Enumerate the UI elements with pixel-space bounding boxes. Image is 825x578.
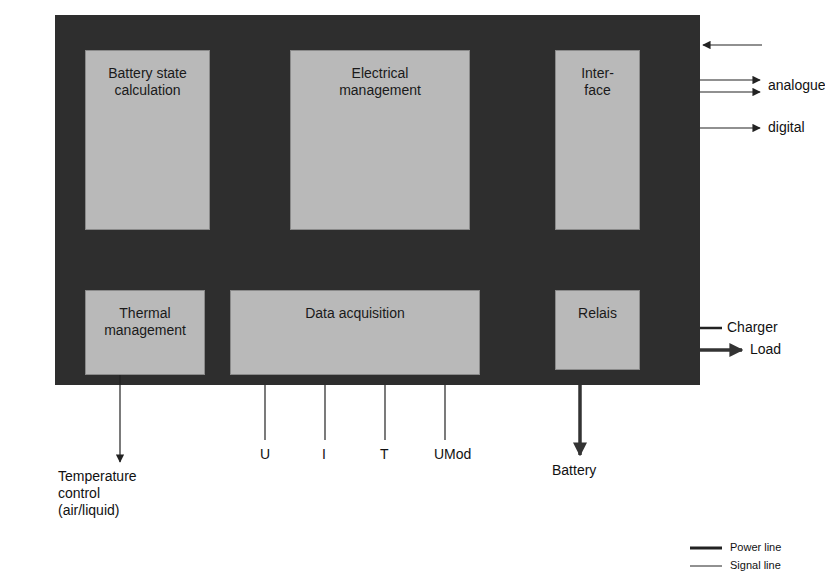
temperature-control-label: Temperature control (air/liquid) [58,468,153,518]
bms-housing [55,15,700,385]
legend-signal-sample [690,566,722,567]
input-signal-line [703,44,762,45]
battery-power-line [578,385,582,455]
electrical-management-box: Electrical management [290,50,470,230]
measurement-line [384,385,385,440]
measurement-name: T [380,446,389,463]
analogue-signal-line [700,79,760,80]
terminal-name: Charger [727,319,778,336]
battery-state-box: Battery state calculation [85,50,210,230]
legend-entry: Power line [730,541,781,553]
data-acquisition-box: Data acquisition [230,290,480,375]
box-title: Relais [563,305,633,322]
box-title: Data acquisition [255,305,455,322]
relais-box: Relais [555,290,640,370]
measurement-line [444,385,445,440]
legend-entry: Signal line [730,559,781,571]
measurement-line [264,385,265,440]
terminal-name: Load [750,341,781,358]
interface-box: Inter-face [555,50,640,230]
legend-power-sample [690,547,722,550]
box-title: Thermal management [95,305,195,339]
signal-name: analogue [768,77,825,94]
analogue-signal-line [700,91,760,92]
box-title: Battery state calculation [98,65,198,99]
charger-power-line [700,327,722,330]
measurement-name: UMod [434,446,471,463]
thermal-management-box: Thermal management [85,290,205,375]
signal-name: digital [768,119,805,136]
battery-label: Battery [552,462,596,479]
box-title: Electrical management [320,65,440,99]
digital-signal-line [700,127,760,128]
measurement-name: U [260,446,270,463]
load-power-line [700,348,742,352]
temperature-control-line [119,375,120,462]
box-title: Inter-face [576,65,620,99]
measurement-line [324,385,325,440]
measurement-name: I [322,446,326,463]
